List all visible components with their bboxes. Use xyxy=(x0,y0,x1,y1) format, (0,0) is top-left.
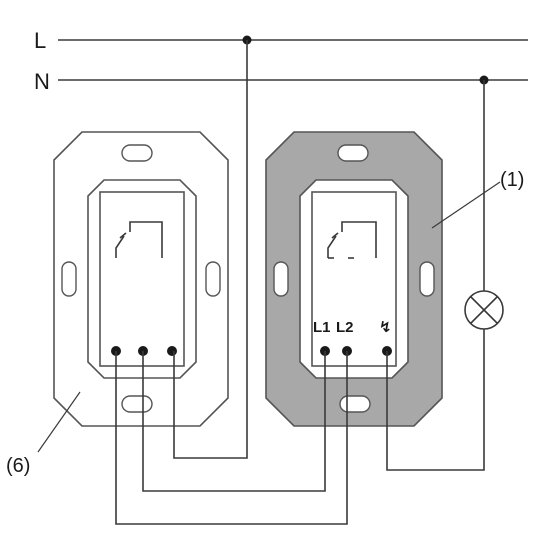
wiring xyxy=(115,35,489,525)
switch-insert xyxy=(311,191,397,367)
extension-mount-slot-bottom xyxy=(121,395,153,413)
traveller-l1-wire xyxy=(142,351,326,492)
lamp xyxy=(464,290,504,330)
switch-mount-slot-right xyxy=(419,261,435,297)
switch-mount-slot-left xyxy=(273,261,289,297)
traveller-l2-wire xyxy=(115,351,348,525)
extension-mount-slot-right xyxy=(205,261,221,297)
switch-mount-slot-bottom xyxy=(339,395,371,413)
supply-lines: L N xyxy=(34,28,528,94)
switch-callout-line xyxy=(431,181,501,229)
extension-insert xyxy=(99,191,185,367)
extension-mount-slot-top xyxy=(121,144,153,162)
terminal-l2-label: L2 xyxy=(336,319,354,336)
extension-callout-label: (6) xyxy=(6,455,30,477)
extension-unit: (6) xyxy=(6,131,229,477)
extension-callout-line xyxy=(37,391,81,453)
terminal-l1-label: L1 xyxy=(313,319,331,336)
neutral-label: N xyxy=(34,69,50,94)
switch-unit: L1 L2 ↯ (1) xyxy=(265,131,524,427)
lamp-to-load-wire xyxy=(386,329,485,471)
switch-callout-label: (1) xyxy=(500,169,524,191)
extension-contact-symbol xyxy=(115,221,163,258)
phase-feed-wire xyxy=(173,40,248,459)
switch-contact-symbol xyxy=(327,221,377,259)
load-symbol: ↯ xyxy=(379,319,392,336)
extension-mount-slot-left xyxy=(61,261,77,297)
phase-label: L xyxy=(34,28,46,53)
extension-terminal-3 xyxy=(167,346,177,356)
switch-mount-slot-top xyxy=(337,144,369,162)
